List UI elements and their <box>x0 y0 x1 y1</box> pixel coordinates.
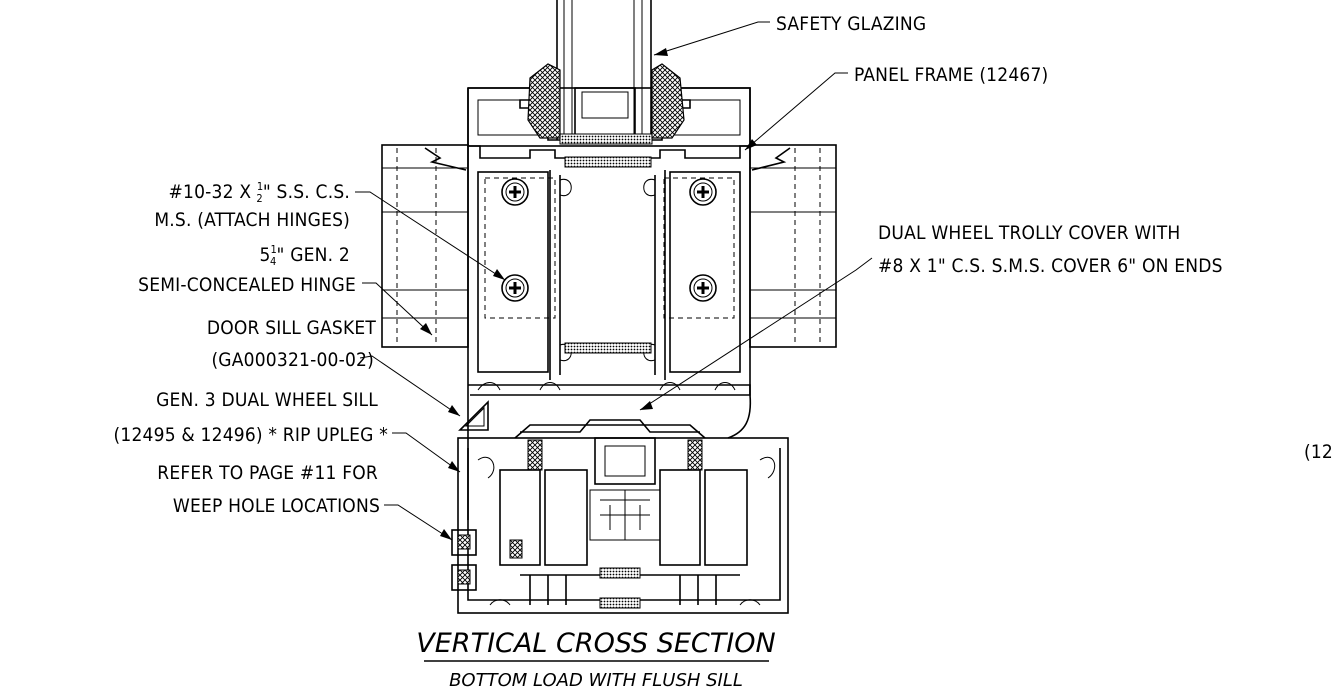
panel-frame <box>467 63 751 520</box>
safety-glass <box>556 0 652 140</box>
label-gasket-line1: DOOR SILL GASKET <box>207 317 377 339</box>
label-cut-off: (12 <box>1304 441 1333 463</box>
sill <box>451 419 789 614</box>
label-hinge-line2: SEMI-CONCEALED HINGE <box>138 274 356 296</box>
label-gasket-line2: (GA000321-00-02) <box>211 349 374 371</box>
drawing-title: VERTICAL CROSS SECTION <box>416 628 775 659</box>
label-sill-line1: GEN. 3 DUAL WHEEL SILL <box>156 389 378 411</box>
label-screw-line2: M.S. (ATTACH HINGES) <box>154 209 350 231</box>
label-trolly-line2: #8 X 1" C.S. S.M.S. COVER 6" ON ENDS <box>878 255 1223 277</box>
label-weep-line1: REFER TO PAGE #11 FOR <box>157 462 378 484</box>
screw-heads <box>501 178 717 302</box>
label-panel-frame: PANEL FRAME (12467) <box>854 64 1048 86</box>
label-weep-line2: WEEP HOLE LOCATIONS <box>173 495 380 517</box>
drawing-subtitle: BOTTOM LOAD WITH FLUSH SILL <box>449 670 743 691</box>
label-sill-line2: (12495 & 12496) * RIP UPLEG * <box>114 424 389 446</box>
label-safety-glazing: SAFETY GLAZING <box>776 13 926 35</box>
leaders <box>355 21 873 541</box>
label-trolly-line1: DUAL WHEEL TROLLY COVER WITH <box>878 222 1180 244</box>
hinge-left <box>381 144 556 373</box>
frame-body <box>458 145 752 439</box>
